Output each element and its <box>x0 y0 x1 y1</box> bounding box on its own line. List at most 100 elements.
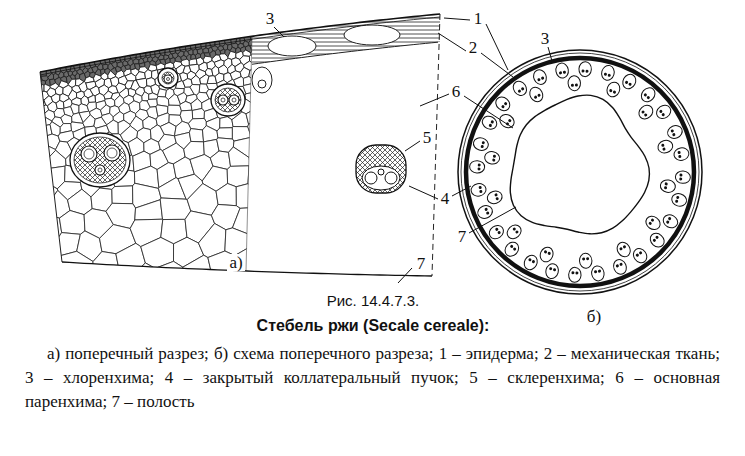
vessel <box>229 95 239 105</box>
plant-cell <box>135 200 163 220</box>
vessel-dot <box>641 110 645 114</box>
plant-cell <box>20 77 33 83</box>
vessel <box>107 148 117 158</box>
plant-cell <box>20 103 32 117</box>
vessel-dot <box>571 271 574 274</box>
bundle-outline <box>504 222 523 241</box>
vessel-dot <box>492 158 495 161</box>
bundle-core <box>362 166 400 190</box>
vessel-dot <box>635 253 639 257</box>
leader-line <box>486 24 508 70</box>
vessel <box>221 98 225 102</box>
vessel-dot <box>676 196 680 200</box>
plant-cell <box>192 108 204 118</box>
bundle-oval <box>502 239 521 258</box>
bundle-outline <box>493 94 512 113</box>
plant-cell <box>20 214 40 253</box>
bundle-oval <box>579 61 592 77</box>
leader-line <box>398 268 412 283</box>
plant-cell <box>56 100 64 108</box>
vessel-dot <box>662 147 666 151</box>
vessel <box>385 172 397 184</box>
vessel-dot <box>609 89 613 93</box>
vessel-dot <box>477 167 480 170</box>
plant-cell <box>20 90 32 104</box>
bundle-oval <box>631 246 650 265</box>
bundle-oval <box>538 245 555 264</box>
callout-number: 3 <box>264 10 277 27</box>
vessel-dot <box>678 155 681 158</box>
vessel-dot <box>664 182 667 185</box>
callout-number: 2 <box>467 39 480 56</box>
epidermis-ring <box>461 53 699 291</box>
bundle-oval <box>544 262 560 280</box>
plant-cell <box>24 145 42 161</box>
bundle-outline <box>568 75 581 91</box>
leader-line <box>464 96 513 128</box>
vessel-dot <box>512 227 516 231</box>
vessel-dot <box>638 251 642 255</box>
bundle-sheath <box>162 72 174 84</box>
leader-line <box>409 186 438 199</box>
plant-cell <box>34 157 50 176</box>
panel-letter: а) <box>227 254 244 271</box>
bundle-outline <box>510 79 529 98</box>
bundle-oval <box>647 231 666 250</box>
vessel-dot <box>547 251 551 255</box>
vessel-dot <box>659 109 663 113</box>
vessel <box>218 95 228 105</box>
plant-cell <box>20 0 35 77</box>
bundle-outline <box>469 160 485 173</box>
plant-cell <box>118 0 137 61</box>
bundle-outline <box>484 151 501 166</box>
vascular-bundle <box>158 68 178 88</box>
vessel <box>258 80 266 88</box>
plant-cell <box>145 0 166 56</box>
vessel-dot <box>643 93 647 97</box>
bundle-oval <box>659 179 676 194</box>
plant-cell <box>23 111 35 122</box>
bundle-oval <box>675 171 691 184</box>
vessel-dot <box>494 193 498 197</box>
bundle-outline <box>675 171 691 184</box>
bundle-outline <box>673 147 690 162</box>
vessel-dot <box>497 230 501 234</box>
bundle-oval <box>639 85 658 104</box>
bundle-oval <box>493 94 512 113</box>
plant-cell <box>251 207 280 270</box>
bundle-outline <box>497 112 516 131</box>
plant-cell <box>143 0 155 58</box>
callout-number: 6 <box>450 83 463 100</box>
bundle-oval <box>568 267 581 283</box>
bundle-outline <box>600 64 616 82</box>
bundle-oval <box>497 112 516 131</box>
bundle-oval <box>620 72 638 91</box>
bundle-oval <box>590 265 605 282</box>
plant-cell <box>53 22 67 73</box>
plant-cell <box>43 259 68 288</box>
leader-line <box>438 33 466 51</box>
bundle-oval <box>615 240 633 259</box>
plant-cell <box>225 228 252 256</box>
vessel <box>84 149 94 159</box>
plant-cell <box>133 59 139 64</box>
bundle-outline <box>472 136 490 152</box>
plant-cell <box>20 253 45 290</box>
vessel-dot <box>559 71 562 74</box>
bundle-outline <box>666 123 685 140</box>
mechanical-tissue-band <box>252 14 440 64</box>
bundle-outline <box>531 68 548 87</box>
plant-cell <box>168 105 182 115</box>
vessel-dot <box>481 141 485 145</box>
plant-cell <box>92 0 110 65</box>
plant-cell <box>71 104 79 115</box>
vessel-dot <box>585 70 588 73</box>
bundle-outline <box>631 246 650 265</box>
plant-cell <box>33 77 38 83</box>
plant-cell <box>61 0 80 71</box>
bundle-outline <box>659 179 676 194</box>
callout-number: 4 <box>439 190 452 207</box>
plant-cell <box>200 0 215 47</box>
bundle-outline <box>476 203 495 220</box>
